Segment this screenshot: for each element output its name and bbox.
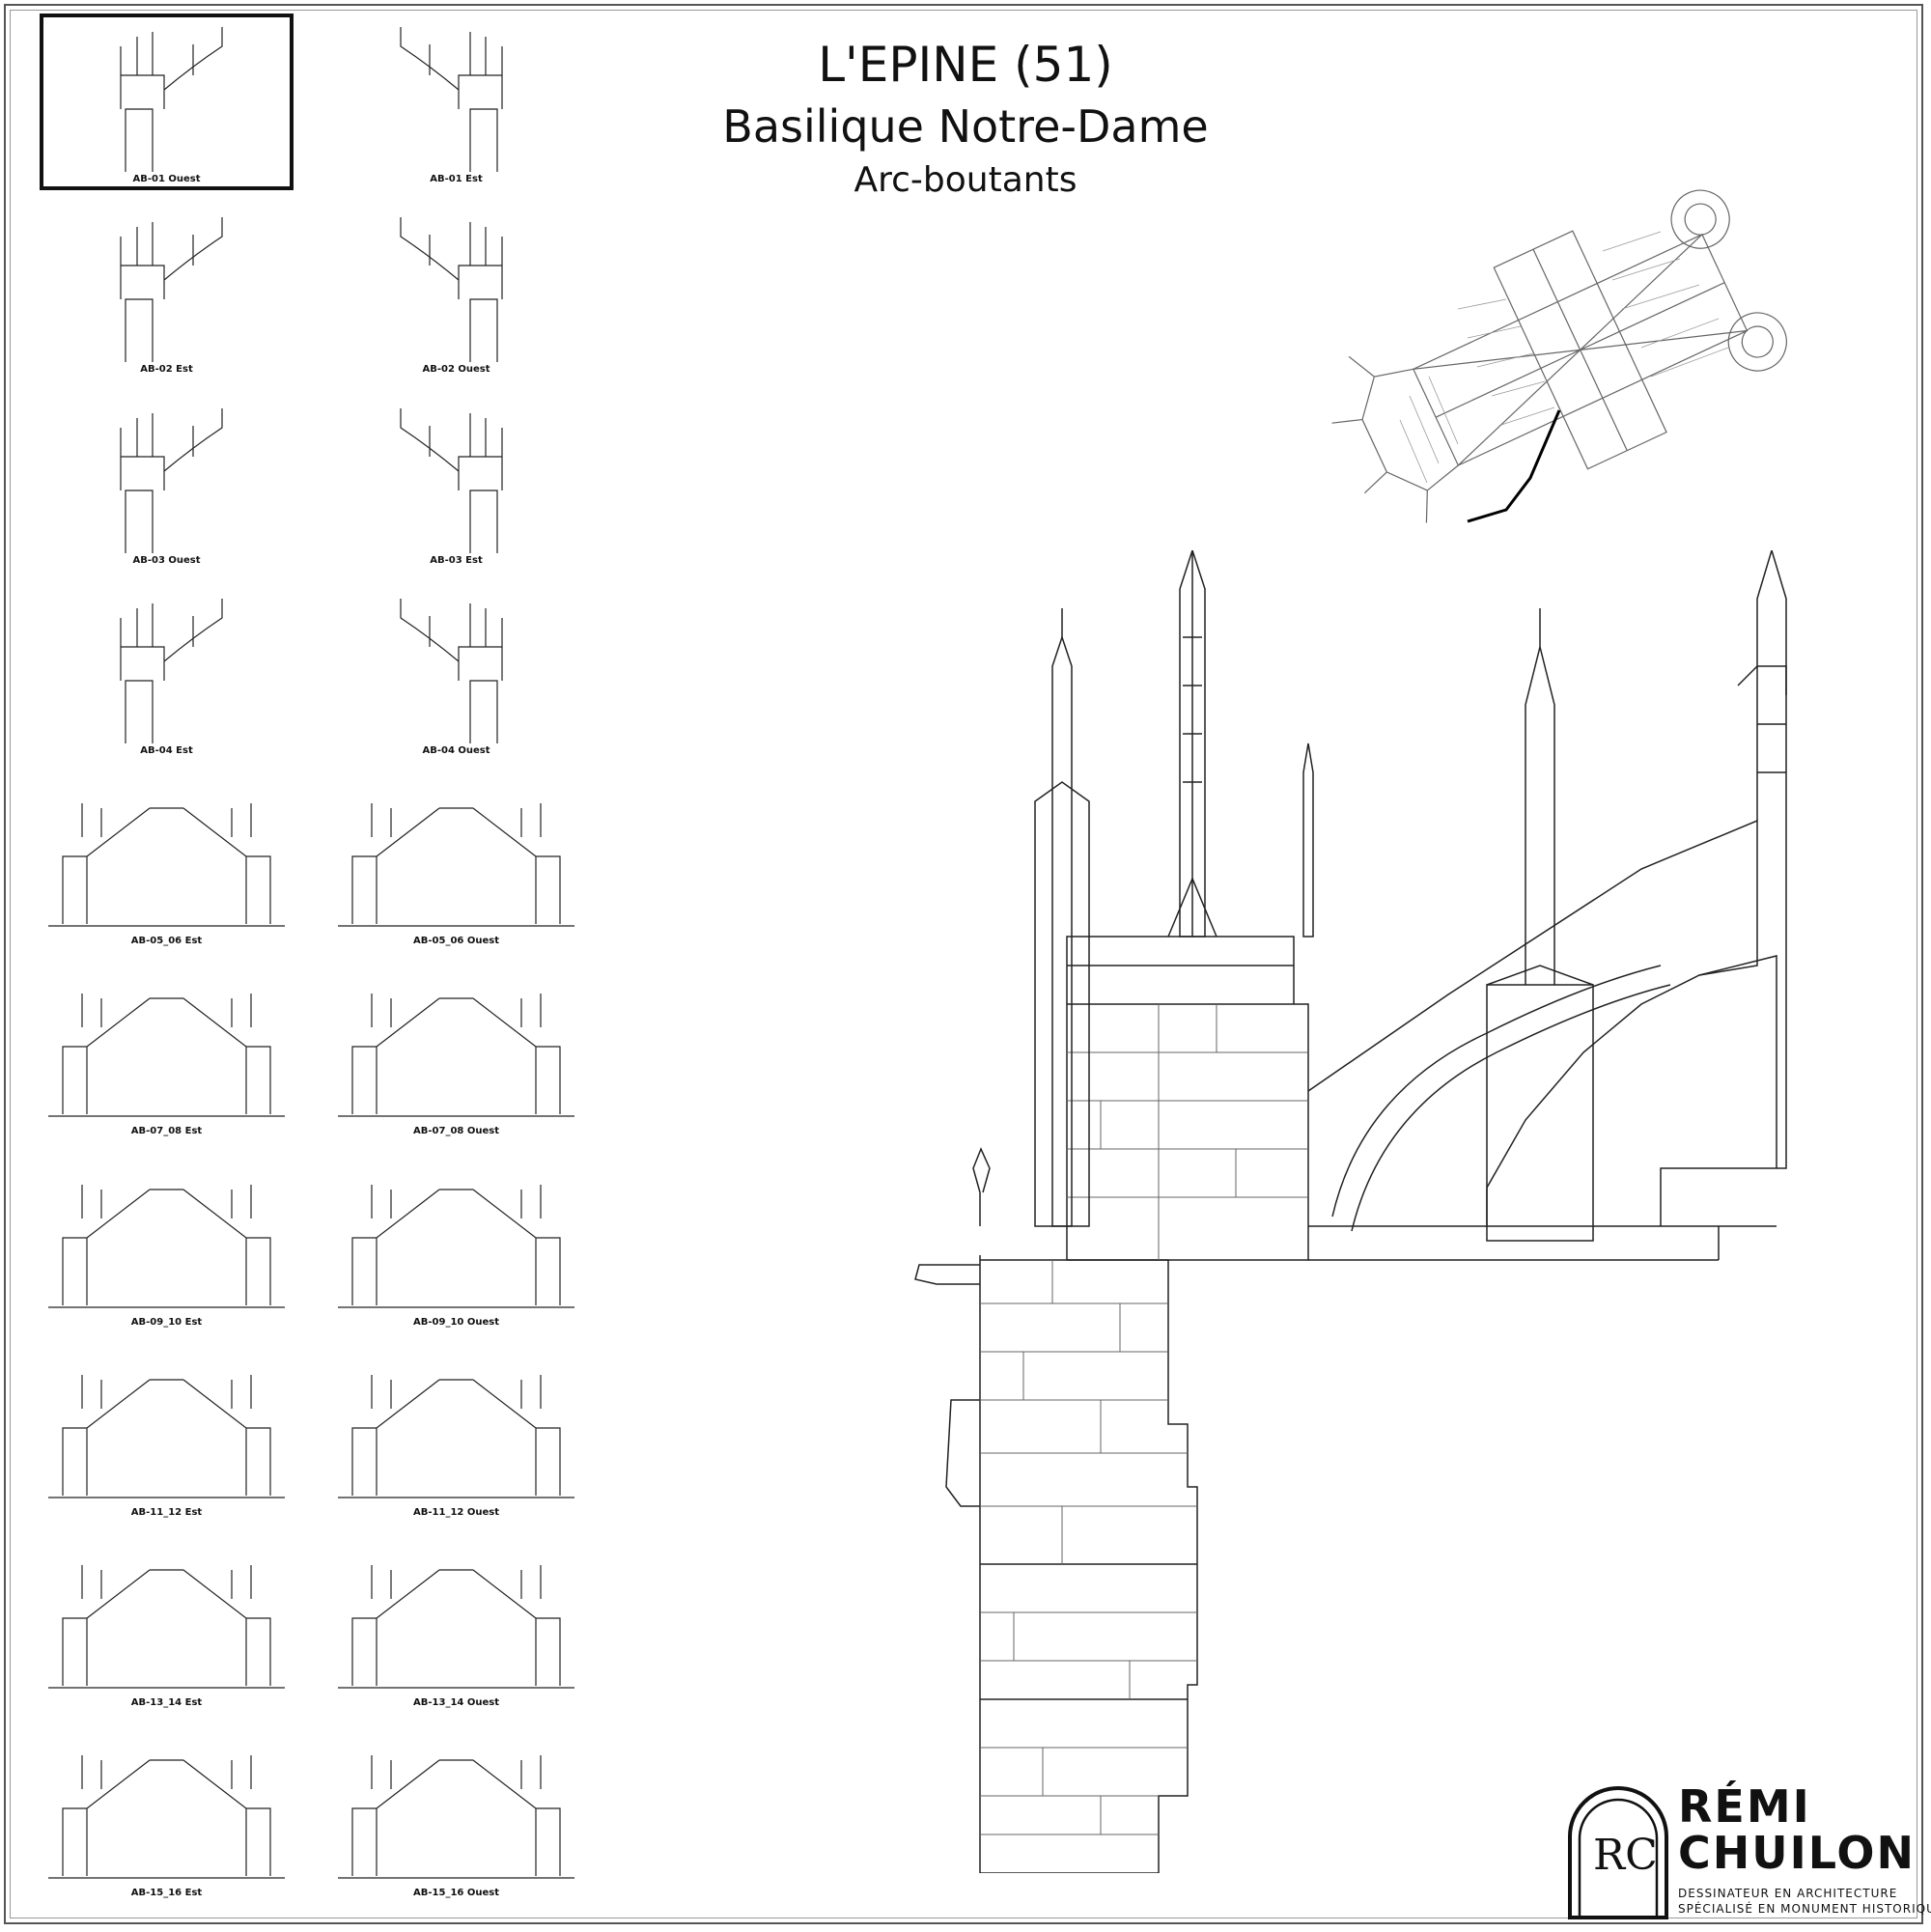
logo-tagline1: DESSINATEUR EN ARCHITECTURE	[1678, 1887, 1898, 1900]
monogram-text: RC	[1593, 1831, 1658, 1880]
thumbnail-drawing	[48, 1185, 285, 1308]
outer-border	[4, 4, 1923, 1924]
thumbnail-drawing	[48, 1755, 285, 1879]
thumbnail-card[interactable]: AB-05_06 Est	[43, 779, 290, 948]
thumbnail-label: AB-09_10 Est	[130, 1317, 203, 1328]
thumbnail-label: AB-13_14 Est	[130, 1697, 203, 1708]
flying-buttress-elevation	[914, 550, 1787, 1873]
thumbnail-card[interactable]: AB-01 Est	[333, 17, 579, 186]
thumbnail-drawing	[338, 994, 574, 1117]
thumbnail-drawing	[338, 1185, 574, 1308]
sheet-title: L'EPINE (51)	[818, 37, 1113, 93]
thumbnail-drawing	[338, 1755, 574, 1879]
thumbnail-label: AB-01 Ouest	[132, 174, 201, 184]
thumbnail-drawing	[338, 1375, 574, 1498]
thumbnail-card-selected[interactable]: AB-01 Ouest	[40, 14, 294, 190]
thumbnail-card[interactable]: AB-05_06 Ouest	[333, 779, 579, 948]
thumbnail-card[interactable]: AB-04 Est	[43, 589, 290, 758]
logo-name-line1: RÉMI	[1678, 1780, 1811, 1833]
rc-monogram-icon: RC	[1568, 1786, 1668, 1919]
thumbnail-label: AB-11_12 Est	[130, 1507, 203, 1518]
thumbnail-drawing	[48, 1375, 285, 1498]
thumbnail-label: AB-07_08 Ouest	[413, 1126, 499, 1136]
thumbnail-card[interactable]: AB-02 Ouest	[333, 208, 579, 377]
thumbnail-label: AB-13_14 Ouest	[413, 1697, 499, 1708]
site-plan	[1331, 189, 1787, 523]
sheet-section: Arc-boutants	[854, 160, 1077, 200]
thumbnail-card[interactable]: AB-07_08 Est	[43, 969, 290, 1138]
thumbnail-card[interactable]: AB-09_10 Ouest	[333, 1161, 579, 1330]
thumbnail-drawing	[48, 994, 285, 1117]
thumbnail-card[interactable]: AB-11_12 Est	[43, 1351, 290, 1520]
thumbnail-drawing	[48, 1565, 285, 1689]
thumbnail-card[interactable]: AB-07_08 Ouest	[333, 969, 579, 1138]
logo-tagline2: SPÉCIALISÉ EN MONUMENT HISTORIQUE	[1678, 1902, 1931, 1916]
thumbnail-label: AB-15_16 Ouest	[413, 1888, 499, 1898]
thumbnail-card[interactable]: AB-11_12 Ouest	[333, 1351, 579, 1520]
thumbnail-card[interactable]: AB-04 Ouest	[333, 589, 579, 758]
thumbnail-drawing	[120, 217, 223, 362]
thumbnail-drawing	[400, 217, 503, 362]
thumbnail-label: AB-01 Est	[430, 174, 483, 184]
section-cut-line	[1467, 409, 1561, 523]
thumbnail-label: AB-15_16 Est	[130, 1888, 203, 1898]
thumbnail-label: AB-02 Est	[140, 364, 193, 375]
thumbnail-label: AB-05_06 Ouest	[413, 936, 499, 946]
thumbnail-label: AB-11_12 Ouest	[413, 1507, 499, 1518]
thumbnail-card[interactable]: AB-03 Ouest	[43, 399, 290, 568]
thumbnail-card[interactable]: AB-02 Est	[43, 208, 290, 377]
logo-name-line2: CHUILON	[1678, 1827, 1916, 1879]
thumbnail-label: AB-07_08 Est	[130, 1126, 203, 1136]
thumbnail-label: AB-03 Ouest	[132, 555, 201, 566]
thumbnail-drawing	[400, 599, 503, 743]
thumbnail-label: AB-04 Est	[140, 745, 193, 756]
thumbnail-card[interactable]: AB-13_14 Est	[43, 1541, 290, 1710]
author-logo: RC RÉMI CHUILON DESSINATEUR EN ARCHITECT…	[1564, 1780, 1931, 1919]
thumbnail-card[interactable]: AB-13_14 Ouest	[333, 1541, 579, 1710]
thumbnail-drawing	[338, 803, 574, 927]
sheet-subtitle: Basilique Notre-Dame	[722, 100, 1209, 153]
thumbnail-drawing	[120, 408, 223, 553]
thumbnail-label: AB-02 Ouest	[422, 364, 490, 375]
thumbnail-drawing	[400, 408, 503, 553]
thumbnail-drawing	[48, 803, 285, 927]
thumbnail-card[interactable]: AB-03 Est	[333, 399, 579, 568]
thumbnail-drawing	[120, 599, 223, 743]
thumbnail-label: AB-03 Est	[430, 555, 483, 566]
thumbnail-drawing	[338, 1565, 574, 1689]
thumbnail-label: AB-09_10 Ouest	[413, 1317, 499, 1328]
thumbnail-drawing	[400, 27, 503, 172]
thumbnail-card[interactable]: AB-15_16 Ouest	[333, 1731, 579, 1900]
inner-border	[10, 10, 1917, 1918]
thumbnail-drawing	[120, 27, 223, 172]
thumbnail-card[interactable]: AB-15_16 Est	[43, 1731, 290, 1900]
thumbnail-card[interactable]: AB-09_10 Est	[43, 1161, 290, 1330]
thumbnail-label: AB-04 Ouest	[422, 745, 490, 756]
thumbnail-label: AB-05_06 Est	[130, 936, 203, 946]
